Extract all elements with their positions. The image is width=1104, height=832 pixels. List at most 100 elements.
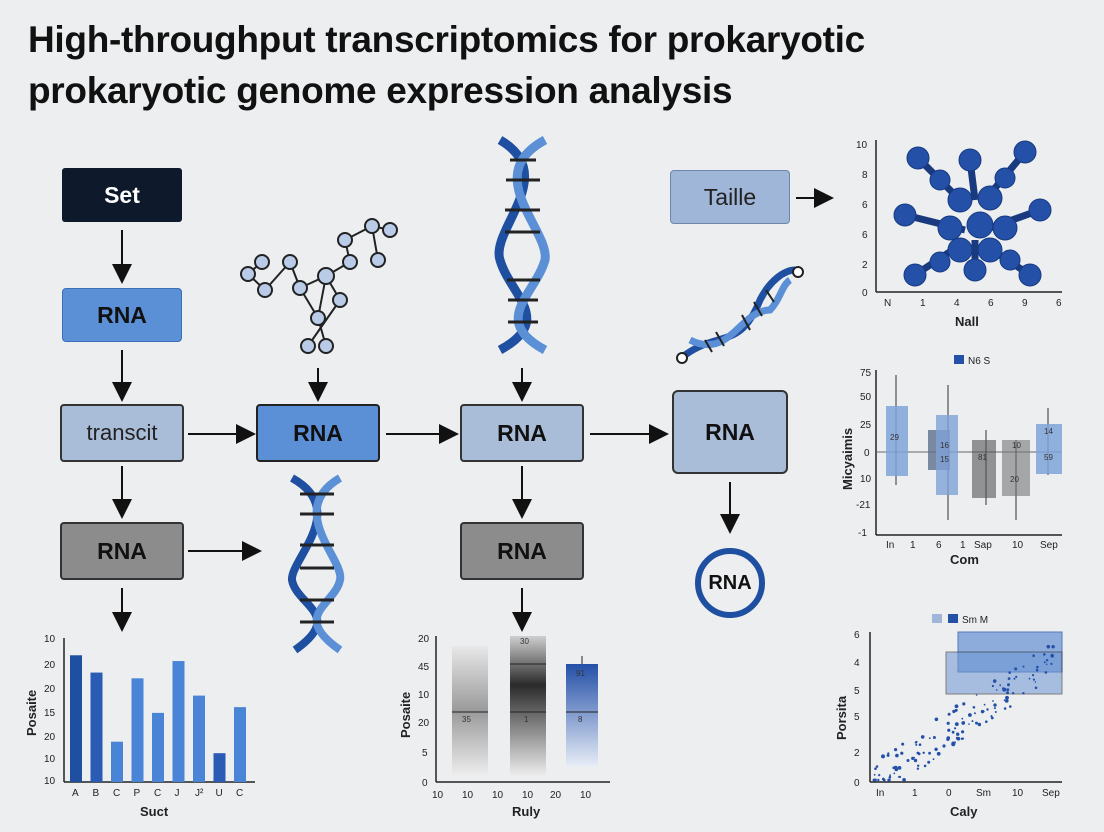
box-ytick: -1	[858, 528, 867, 539]
scatter-point	[872, 778, 876, 782]
box-xtick: 10	[1012, 540, 1024, 551]
scatter-point	[1035, 668, 1039, 672]
scatter-point	[1002, 687, 1007, 692]
rna-circle-node[interactable]: RNA	[695, 548, 765, 618]
box-label: 10	[1012, 441, 1021, 450]
rna-node-top-left[interactable]: RNA	[62, 288, 182, 342]
scatter-point	[968, 723, 970, 725]
rna-node-mid-blue-label: RNA	[293, 419, 343, 446]
box-ytick: 0	[864, 448, 870, 459]
scatter-ytick: 5	[854, 712, 860, 723]
stacked-ytick: 10	[418, 690, 430, 701]
bar-xlabel: Suct	[140, 804, 169, 819]
scatter-point	[932, 736, 936, 739]
scatter-point	[895, 753, 899, 758]
scatter-point	[947, 712, 951, 716]
scatter-ytick: 6	[854, 630, 860, 641]
mol-xtick: 9	[1022, 298, 1028, 309]
scatter-point	[915, 743, 918, 746]
stacked-xtick: 10	[522, 790, 534, 801]
scatter-point	[960, 737, 964, 740]
scatter-point	[893, 772, 896, 775]
rna-node-mid-blue[interactable]: RNA	[256, 404, 380, 462]
scatter-point	[956, 732, 960, 736]
set-node[interactable]: Set	[62, 168, 182, 222]
scatter-point	[1036, 665, 1039, 669]
scatter-point	[1003, 707, 1007, 710]
bar-xtick: U	[216, 788, 223, 799]
box-label: 14	[1044, 427, 1053, 436]
stacked-ytick: 45	[418, 662, 430, 673]
scatter-point	[946, 721, 950, 725]
scatter-point	[1003, 699, 1006, 701]
box-xtick: Sep	[1040, 540, 1058, 551]
box-ytick: -21	[856, 500, 871, 511]
box-label: 16	[940, 441, 949, 450]
stacked-bar	[510, 636, 546, 776]
mol-xtick: 6	[1056, 298, 1062, 309]
scatter-point	[901, 742, 905, 746]
rna-node-right-label: RNA	[705, 418, 755, 445]
scatter-point	[887, 752, 890, 755]
scatter-point	[936, 751, 941, 756]
scatter-point	[917, 764, 920, 767]
scatter-point	[977, 722, 982, 727]
scatter-point	[1006, 691, 1009, 695]
mol-ytick: 0	[862, 288, 868, 299]
scatter-point	[1051, 653, 1054, 656]
scatter-legend: Sm M	[962, 615, 988, 626]
scatter-point	[873, 773, 876, 776]
scatter-point	[916, 767, 920, 770]
scatter-point	[1004, 699, 1009, 703]
scatter-point	[994, 711, 997, 713]
mol-xtick: 1	[920, 298, 926, 309]
scatter-point	[900, 751, 904, 755]
scatter-point	[1022, 692, 1025, 695]
rna-node-gray-left[interactable]: RNA	[60, 522, 184, 580]
scatter-point	[875, 765, 879, 768]
scatter-point	[992, 679, 997, 683]
rna-node-center-gray[interactable]: RNA	[460, 522, 584, 580]
scatter-point	[956, 709, 958, 711]
mol-xlabel: Nall	[955, 314, 979, 329]
scatter-point	[1043, 661, 1046, 664]
scatter-point	[1050, 662, 1053, 666]
box-label: 20	[1010, 475, 1019, 484]
scatter-point	[914, 741, 918, 744]
scatter-point	[955, 736, 959, 740]
rna-node-gray-left-label: RNA	[97, 537, 147, 564]
bar-xtick: C	[113, 788, 120, 799]
mol-ytick: 10	[856, 140, 868, 151]
transcit-node[interactable]: transcit	[60, 404, 184, 462]
scatter-point	[920, 735, 925, 739]
bar-ytick: 10	[44, 634, 56, 645]
scatter-point	[1005, 695, 1009, 700]
scatter-point	[971, 720, 974, 723]
scatter-point	[913, 758, 918, 763]
rna-node-center[interactable]: RNA	[460, 404, 584, 462]
taille-node[interactable]: Taille	[670, 170, 790, 224]
page-title: High-throughput transcriptomics for prok…	[28, 14, 1088, 116]
scatter-point	[982, 710, 985, 713]
scatter-point	[898, 775, 902, 779]
title-line-1: High-throughput transcriptomics for prok…	[28, 19, 865, 60]
scatter-point	[874, 767, 877, 770]
scatter-point	[983, 703, 986, 706]
dna-helix-small-icon	[676, 266, 804, 364]
dna-helix-left-icon	[288, 474, 345, 654]
scatter-point	[1015, 675, 1018, 679]
scatter-point	[1034, 686, 1038, 690]
dna-helix-center-icon	[494, 136, 550, 354]
box-label: 29	[890, 433, 899, 442]
scatter-point	[951, 742, 956, 747]
scatter-point	[954, 727, 957, 730]
mol-ytick: 6	[862, 200, 868, 211]
rna-node-right[interactable]: RNA	[672, 390, 788, 474]
box-xtick: 6	[936, 540, 942, 551]
bar-xtick: A	[72, 788, 79, 799]
scatter-point	[972, 706, 976, 709]
bar-xtick: B	[93, 788, 100, 799]
